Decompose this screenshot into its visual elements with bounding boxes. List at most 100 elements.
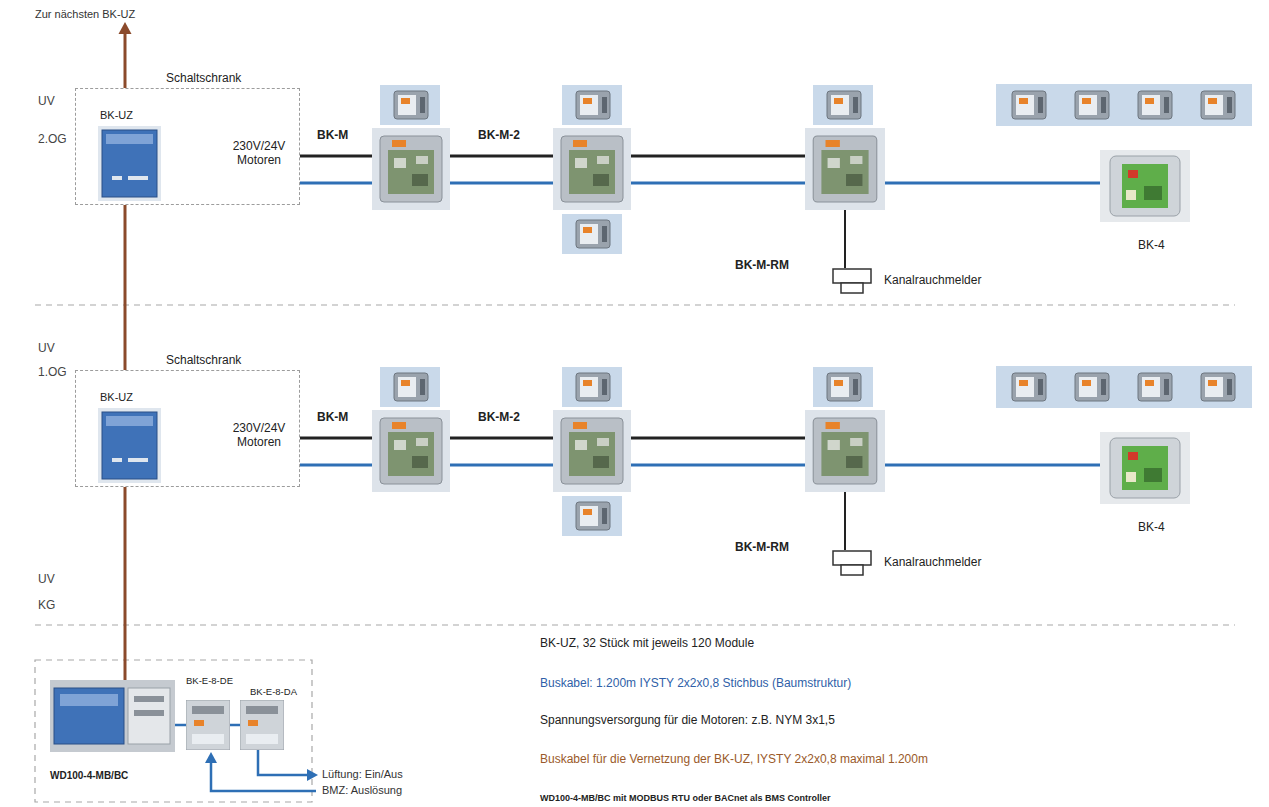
actuator-icon xyxy=(1124,367,1184,407)
cable-connector xyxy=(885,182,1100,185)
decor-shape xyxy=(98,408,161,483)
annotation-text: Lüftung: Ein/Aus xyxy=(322,768,403,781)
annotation-text: WD100-4-MB/BC mit MODBUS RTU oder BACnet… xyxy=(540,793,831,804)
bus-riser xyxy=(124,32,127,88)
node-label: BK-4 xyxy=(1138,520,1165,534)
node-label: 230V/24V Motoren xyxy=(228,421,290,450)
decor-shape xyxy=(1122,164,1168,208)
arrow-head xyxy=(205,752,217,763)
annotation-text: Buskabel für die Vernetzung der BK-UZ, I… xyxy=(540,752,928,766)
decor-shape xyxy=(412,456,428,468)
duct-smoke-detector: Kanalrauchmelder xyxy=(832,550,872,576)
decor-shape xyxy=(1144,186,1162,200)
decor-shape xyxy=(128,688,170,744)
decor-shape xyxy=(826,422,840,429)
node-label: BK-UZ xyxy=(100,109,133,122)
actuator-icon xyxy=(562,85,622,125)
node-label: BK-M-RM xyxy=(735,258,789,272)
decor-shape xyxy=(1126,190,1136,200)
cable-connector xyxy=(175,724,186,727)
decor-shape xyxy=(841,565,863,575)
decor-shape xyxy=(832,268,872,294)
decor-shape xyxy=(1126,472,1136,482)
decor-shape xyxy=(553,128,631,210)
annotation-text: Zur nächsten BK-UZ xyxy=(35,8,135,21)
decor-shape xyxy=(388,150,434,194)
decor-shape xyxy=(597,438,609,446)
decor-shape xyxy=(112,176,122,180)
node-label: Kanalrauchmelder xyxy=(884,555,981,569)
decor-shape xyxy=(805,410,885,492)
decor-shape xyxy=(246,706,278,714)
actuator-icon xyxy=(1061,367,1121,407)
actuator-icon xyxy=(813,367,873,407)
decor-shape xyxy=(593,174,609,186)
decor-shape xyxy=(128,176,148,180)
cable-connector xyxy=(300,437,372,440)
decor-shape xyxy=(128,458,148,462)
decor-shape xyxy=(813,418,877,484)
decor-shape xyxy=(1128,452,1138,460)
decor-shape xyxy=(573,422,587,429)
decor-shape xyxy=(805,128,885,210)
decor-shape xyxy=(1100,150,1190,222)
annotation-text: Buskabel: 1.200m IYSTY 2x2x0,8 Stichbus … xyxy=(540,676,851,690)
decor-shape xyxy=(98,408,161,483)
decor-shape xyxy=(186,700,230,750)
node-label: BK-M-2 xyxy=(478,128,520,142)
decor-shape xyxy=(54,688,124,744)
node-label: BK-M-RM xyxy=(735,540,789,554)
actuator-icon xyxy=(1124,85,1184,125)
input-line xyxy=(211,762,316,791)
cable-connector xyxy=(844,210,846,268)
control-cabinet: Schaltschrank230V/24V MotorenBK-UZ xyxy=(75,88,300,205)
decor-shape xyxy=(416,156,428,164)
cable-connector xyxy=(631,464,805,467)
node-label: Schaltschrank xyxy=(166,71,241,85)
decor-shape xyxy=(134,710,164,716)
decor-shape xyxy=(394,158,406,168)
decor-shape xyxy=(1144,468,1162,482)
decor-shape xyxy=(1100,432,1190,504)
actuator-strip xyxy=(996,84,1252,126)
actuator-icon xyxy=(1187,85,1247,125)
decor-shape xyxy=(813,136,877,202)
decor-shape xyxy=(832,550,872,576)
decor-shape xyxy=(380,418,442,484)
cable-connector xyxy=(450,155,553,158)
decor-shape xyxy=(593,456,609,468)
decor-shape xyxy=(1122,446,1168,490)
controller-cabinet xyxy=(35,660,312,802)
central-unit: BK-UZ xyxy=(98,408,161,483)
decor-shape xyxy=(98,126,161,201)
annotation-text: UV 1.OG xyxy=(38,336,74,384)
decor-shape xyxy=(192,706,224,714)
actuator-icon xyxy=(562,367,622,407)
decor-shape xyxy=(50,680,175,752)
decor-shape xyxy=(106,416,153,426)
cable-connector xyxy=(450,182,553,185)
actuator-icon xyxy=(998,85,1058,125)
cable-connector xyxy=(124,205,127,370)
actuator-icon xyxy=(562,496,622,536)
decor-shape xyxy=(828,440,840,450)
annotation-text: UV 2.OG xyxy=(38,82,74,158)
annotation-text: Spannungsversorgung für die Motoren: z.B… xyxy=(540,713,835,727)
annotation-text: BK-UZ, 32 Stück mit jeweils 120 Module xyxy=(540,636,754,650)
decor-shape xyxy=(597,156,609,164)
decor-shape xyxy=(1110,156,1180,216)
cable-connector xyxy=(631,182,805,185)
decor-shape xyxy=(60,694,118,706)
annotation-text: BMZ: Auslösung xyxy=(322,784,402,797)
decor-shape xyxy=(561,418,623,484)
decor-shape xyxy=(372,410,450,492)
node-label: Kanalrauchmelder xyxy=(884,273,981,287)
cable-connector xyxy=(230,724,240,727)
output-line xyxy=(258,750,308,775)
decor-shape xyxy=(833,269,871,283)
cable-connector xyxy=(300,182,372,185)
decor-shape xyxy=(372,410,450,492)
decor-shape xyxy=(98,126,161,201)
damper-module: BK-M-RM xyxy=(805,128,885,210)
cable-connector xyxy=(844,492,846,550)
